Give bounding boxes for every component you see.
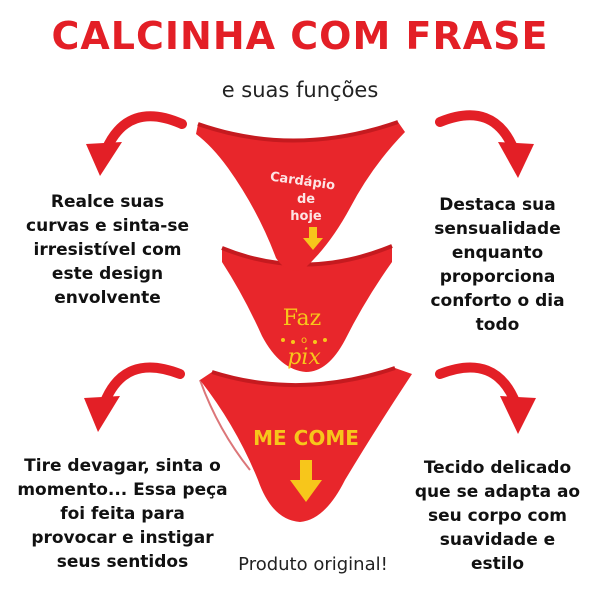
feature-line: irresistível com	[33, 240, 182, 260]
panty-bottom: ME COME	[199, 366, 412, 522]
panty-middle-text-3: pix	[287, 345, 321, 370]
feature-top-right: Destaca sua sensualidade enquanto propor…	[395, 193, 600, 337]
feature-line: Tecido delicado	[423, 458, 572, 478]
page-subtitle: e suas funções	[221, 78, 379, 102]
feature-top-left: Realce suas curvas e sinta-se irresistív…	[0, 190, 215, 310]
feature-line: estilo	[470, 554, 525, 574]
curved-arrow-bottom-left-icon	[84, 362, 185, 432]
curved-arrow-top-left-icon	[86, 111, 187, 176]
feature-line: sensualidade	[434, 219, 561, 239]
panty-middle-text-1: Faz	[283, 306, 321, 331]
arrow-down-icon	[303, 227, 323, 250]
panty-top-text-2: de	[297, 192, 315, 207]
feature-line: suavidade e	[439, 530, 556, 550]
panty-middle-text-2: o	[301, 335, 307, 346]
feature-line: envolvente	[54, 288, 161, 308]
feature-line: momento... Essa peça	[17, 480, 228, 500]
curved-arrow-bottom-right-icon	[435, 362, 536, 434]
feature-line: curvas e sinta-se	[26, 216, 189, 236]
feature-line: Destaca sua	[439, 195, 556, 215]
panty-bottom-text: ME COME	[253, 426, 359, 450]
feature-line: Tire devagar, sinta o	[24, 456, 221, 476]
original-product-note: Produto original!	[238, 554, 388, 575]
feature-bottom-right: Tecido delicado que se adapta ao seu cor…	[395, 456, 600, 576]
feature-bottom-left: Tire devagar, sinta o momento... Essa pe…	[0, 454, 245, 574]
feature-line: conforto o dia	[430, 291, 565, 311]
heart-icons	[281, 338, 327, 344]
panty-top-text-3: hoje	[290, 209, 322, 224]
arrow-down-icon	[290, 460, 322, 502]
curved-arrow-top-right-icon	[435, 110, 534, 178]
feature-line: seus sentidos	[56, 552, 189, 572]
feature-line: provocar e instigar	[31, 528, 214, 548]
feature-line: Realce suas	[50, 192, 165, 212]
feature-line: seu corpo com	[427, 506, 568, 526]
feature-line: este design	[51, 264, 164, 284]
panty-top: Cardápio de hoje	[196, 120, 405, 271]
feature-line: que se adapta ao	[414, 482, 581, 502]
page-title: CALCINHA COM FRASE	[51, 14, 549, 58]
feature-line: foi feita para	[60, 504, 185, 524]
feature-line: enquanto	[451, 243, 544, 263]
feature-line: proporciona	[439, 267, 556, 287]
feature-line: todo	[475, 315, 520, 335]
